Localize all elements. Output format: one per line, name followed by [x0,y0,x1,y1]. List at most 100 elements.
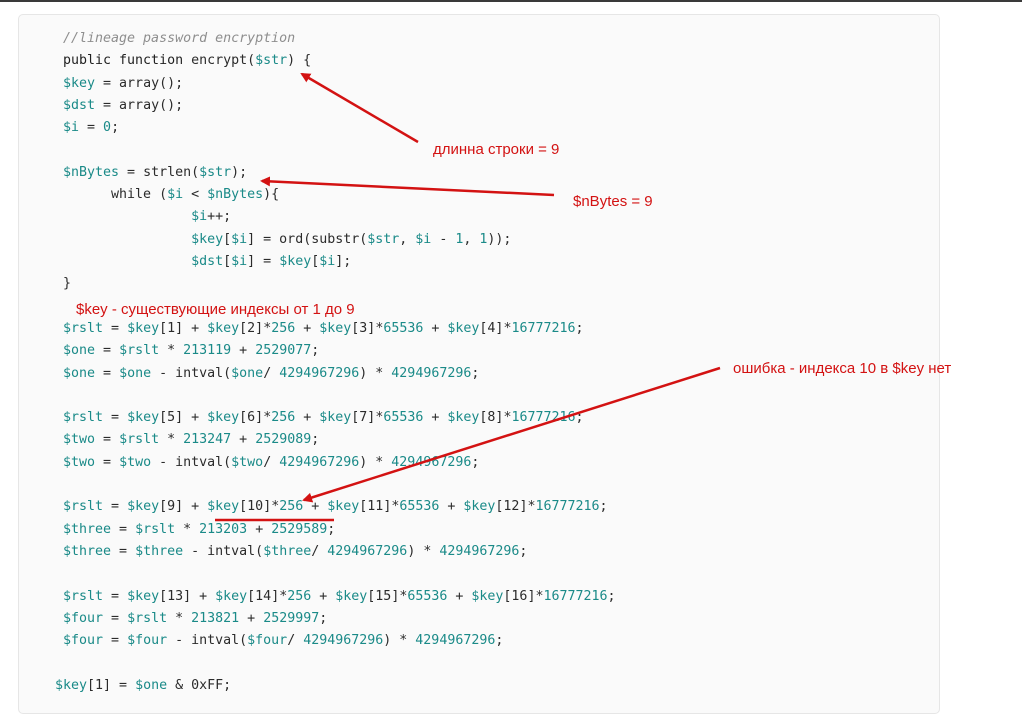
code-token: 4294967296 [391,365,472,381]
code-line: $two = $rslt * 213247 + 2529089; [63,431,319,449]
code-token: + [447,588,472,604]
code-token: ; [471,454,480,470]
code-token: [13] + [159,588,216,604]
code-token: $key [191,231,224,247]
code-token: $rslt [63,588,104,604]
code-token: * [159,343,184,359]
code-token: = [103,320,128,336]
code-token: , [463,231,480,247]
code-token: * [167,610,192,626]
top-border [0,0,1022,2]
code-token: [15]* [367,588,408,604]
code-token: ; [327,521,336,537]
code-token: [7]* [351,410,384,426]
code-block[interactable] [18,14,940,714]
code-token: 1 [455,231,464,247]
code-token: $one [63,343,96,359]
code-token: + [311,588,336,604]
code-line: $key[1] = $one & 0xFF; [55,677,231,695]
code-token: ++; [207,209,232,225]
code-token: = array(); [95,97,184,113]
code-token: $dst [191,254,224,269]
code-token: 213119 [183,343,232,359]
code-token: $rslt [119,343,160,359]
code-token: 4294967296 [439,543,520,559]
code-token: $rslt [63,410,104,426]
code-token: public function [63,53,192,69]
code-token: = [111,521,136,537]
code-token: + [247,521,272,537]
code-token: $rslt [63,499,104,515]
code-token: ] = [247,254,280,269]
code-token: - [431,231,456,247]
code-token: $key [63,75,96,91]
annotation-string-length: длинна строки = 9 [433,141,560,158]
code-token: $two [63,432,96,448]
code-line: } [63,275,71,293]
code-token: ) { [287,53,312,69]
code-line: $i = 0; [63,119,119,137]
code-token: ; [519,543,528,559]
code-token: = array(); [95,75,184,91]
code-token: + [439,499,464,515]
code-token: $rslt [63,320,104,336]
code-token: [16]* [503,588,544,604]
code-token: [11]* [359,499,400,515]
code-token: ){ [263,187,280,203]
code-token: - intval( [183,543,264,559]
code-token: $key [207,410,240,426]
code-token: [5] + [159,410,208,426]
code-token: & 0xFF; [167,677,232,693]
code-token: + [231,343,256,359]
code-token: = [79,120,104,136]
code-token: + [423,410,448,426]
code-line: $key = array(); [63,75,183,93]
code-token: ]; [335,254,352,269]
code-token: 65536 [383,410,424,426]
code-token: $dst [63,97,96,113]
code-token: $one [63,365,96,381]
code-token: $four [63,610,104,626]
code-token: 213821 [191,610,240,626]
code-token: 16777216 [535,499,600,515]
code-token: ; [319,610,328,626]
code-line: $one = $rslt * 213119 + 2529077; [63,342,319,360]
code-token: 65536 [383,320,424,336]
code-token: $rslt [135,521,176,537]
code-line: $i++; [63,208,231,226]
code-token: [1] = [87,677,136,693]
code-token: $four [247,633,288,649]
code-line: $key[$i] = ord(substr($str, $i - 1, 1)); [63,231,511,249]
code-token: ; [311,432,320,448]
code-token: * [175,521,200,537]
code-token: [3]* [351,320,384,336]
code-token: 2529077 [255,343,312,359]
annotation-key-indexes: $key - существующие индексы от 1 до 9 [76,301,355,318]
code-token: $two [63,454,96,470]
code-token: [9] + [159,499,208,515]
code-token: $nBytes [207,187,264,203]
code-token: ; [599,499,608,515]
code-token: = [103,610,128,626]
code-token: 4294967296 [303,633,384,649]
code-token: 4294967296 [279,454,360,470]
code-token: = [103,633,128,649]
code-token: $str [255,53,288,69]
code-token: [12]* [495,499,536,515]
code-token: $three [135,543,184,559]
code-token: ); [231,164,248,180]
code-token: $i [231,231,248,247]
code-token: 256 [271,320,296,336]
code-token: = [111,543,136,559]
code-token: ] = ord(substr( [247,231,368,247]
code-token: + [231,432,256,448]
code-token: )); [487,231,512,247]
code-token: / [263,365,280,381]
code-token: - intval( [151,365,232,381]
code-token: ; [111,120,120,136]
code-token: ) * [383,633,416,649]
arrow-to-nbytes-line [260,176,555,197]
code-token: + [295,410,320,426]
code-token: $key [215,588,248,604]
code-token: [ [311,254,320,269]
